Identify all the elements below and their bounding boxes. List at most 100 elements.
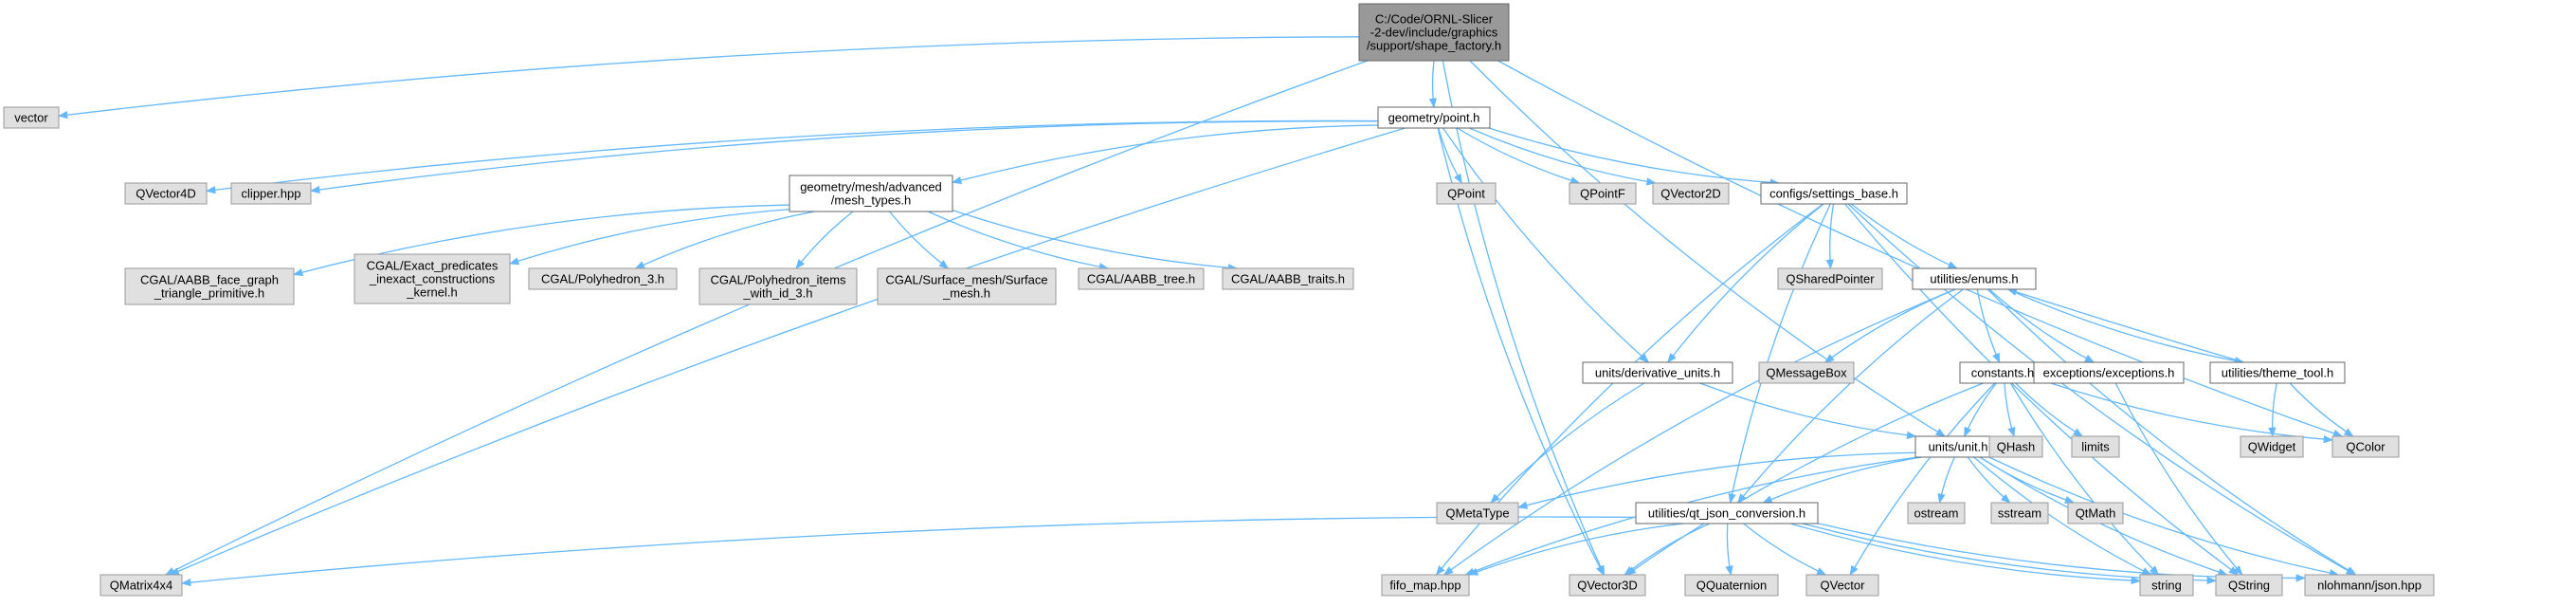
node-theme_tool-label: utilities/theme_tool.h xyxy=(2222,366,2334,380)
node-mesh_types-label: geometry/mesh/advanced xyxy=(800,180,942,194)
node-theme_tool[interactable]: utilities/theme_tool.h xyxy=(2209,361,2346,384)
node-exceptions-label: exceptions/exceptions.h xyxy=(2043,366,2175,380)
node-qmessagebox-label: QMessageBox xyxy=(1766,366,1847,380)
node-qwidget: QWidget xyxy=(2240,435,2304,458)
node-qcolor: QColor xyxy=(2331,435,2400,458)
node-enums[interactable]: utilities/enums.h xyxy=(1912,267,2037,290)
node-qtmath-box xyxy=(2067,502,2124,524)
edge-derivative_units-to-qmetatype xyxy=(1490,382,1645,504)
edge-theme_tool-to-qcolor xyxy=(2289,382,2354,437)
node-qmatrix4x4-label: QMatrix4x4 xyxy=(110,579,172,593)
node-exact_predicates-label: CGAL/Exact_predicates xyxy=(367,259,499,273)
node-units_unit-label: units/unit.h xyxy=(1929,440,1988,454)
edge-derivative_units-to-units_unit xyxy=(1699,382,1917,439)
edges-layer xyxy=(57,36,2357,587)
edge-exceptions-to-qstring xyxy=(2114,382,2243,576)
node-json: nlohmann/json.hpp xyxy=(2304,574,2435,597)
node-vector-label: vector xyxy=(14,111,48,125)
node-aabb_tree: CGAL/AABB_tree.h xyxy=(1078,267,1205,290)
node-qhash: QHash xyxy=(1988,435,2043,458)
node-qquaternion-label: QQuaternion xyxy=(1696,579,1767,593)
node-qstring: QString xyxy=(2215,574,2283,597)
node-clipper-box xyxy=(230,182,312,205)
edge-theme_tool-to-enums xyxy=(2006,287,2244,363)
node-point-box xyxy=(1377,106,1491,129)
edge-enums-to-qt_json xyxy=(1736,288,1964,504)
node-json-box xyxy=(2304,574,2435,597)
node-string-label: string xyxy=(2151,579,2182,593)
node-qvector3d-box xyxy=(1569,574,1646,597)
node-fifo_map-box xyxy=(1381,574,1470,597)
edge-enums-to-json xyxy=(1986,288,2357,576)
node-polyhedron3-label: CGAL/Polyhedron_3.h xyxy=(541,272,664,286)
node-qwidget-box xyxy=(2240,435,2304,458)
node-aabb_tree-label: CGAL/AABB_tree.h xyxy=(1087,272,1195,286)
node-clipper: clipper.hpp xyxy=(230,182,312,205)
node-qt_json[interactable]: utilities/qt_json_conversion.h xyxy=(1635,502,1819,524)
node-derivative_units[interactable]: units/derivative_units.h xyxy=(1582,361,1733,384)
node-units_unit[interactable]: units/unit.h xyxy=(1914,435,2002,458)
edge-constants-to-limits xyxy=(2015,382,2084,437)
node-exceptions[interactable]: exceptions/exceptions.h xyxy=(2033,361,2185,384)
node-qmatrix4x4: QMatrix4x4 xyxy=(100,574,183,597)
edge-qt_json-to-qquaternion xyxy=(1725,523,1733,577)
node-qpoint: QPoint xyxy=(1436,182,1497,205)
node-qmessagebox-box xyxy=(1758,361,1855,384)
edge-root-to-units_unit xyxy=(1469,60,1946,437)
nodes-layer: C:/Code/ORNL-Slicer-2-dev/include/graphi… xyxy=(3,3,2435,597)
edge-units_unit-to-json xyxy=(1988,456,2340,578)
edge-root-to-vector xyxy=(57,36,1360,120)
edge-point-to-qvector2d xyxy=(1469,127,1657,186)
edge-enums-to-fifo_map xyxy=(1442,288,1956,576)
node-root[interactable]: C:/Code/ORNL-Slicer-2-dev/include/graphi… xyxy=(1358,3,1510,62)
edge-enums-to-theme_tool xyxy=(2007,288,2245,365)
node-json-label: nlohmann/json.hpp xyxy=(2317,579,2422,593)
node-polyhedron3-box xyxy=(528,267,678,290)
node-string: string xyxy=(2139,574,2194,597)
edge-mesh_types-to-aabb_tree xyxy=(927,211,1110,271)
node-point[interactable]: geometry/point.h xyxy=(1377,106,1491,129)
node-qsharedpointer: QSharedPointer xyxy=(1777,267,1883,290)
edge-theme_tool-to-qwidget xyxy=(2268,382,2277,438)
edge-mesh_types-to-aabb_traits xyxy=(952,209,1239,272)
edge-enums-to-qmessagebox xyxy=(1823,288,1956,363)
node-constants[interactable]: constants.h xyxy=(1959,361,2046,384)
node-derivative_units-box xyxy=(1582,361,1733,384)
node-exact_predicates-label: _kernel.h xyxy=(406,285,457,300)
node-qpointf-box xyxy=(1569,182,1637,205)
edge-settings_base-to-derivative_units xyxy=(1667,203,1824,363)
edge-point-to-qmatrix4x4 xyxy=(169,127,1406,576)
node-qmetatype-box xyxy=(1436,502,1519,524)
node-fifo_map: fifo_map.hpp xyxy=(1381,574,1470,597)
node-sstream-label: sstream xyxy=(1998,506,2041,521)
edge-units_unit-to-ostream xyxy=(1937,456,1955,505)
node-qstring-label: QString xyxy=(2228,579,2270,593)
node-root-label: /support/shape_factory.h xyxy=(1367,39,1501,53)
node-mesh_types[interactable]: geometry/mesh/advanced/mesh_types.h xyxy=(789,175,953,212)
node-qcolor-label: QColor xyxy=(2346,440,2386,454)
node-aabb_face-box xyxy=(124,267,295,305)
node-qvector4d: QVector4D xyxy=(124,182,208,205)
node-settings_base[interactable]: configs/settings_base.h xyxy=(1760,182,1908,205)
edge-point-to-clipper xyxy=(309,120,1379,194)
edge-point-to-qpointf xyxy=(1457,127,1581,185)
edge-qt_json-to-fifo_map xyxy=(1468,523,1684,576)
node-qt_json-box xyxy=(1635,502,1819,524)
node-enums-box xyxy=(1912,267,2037,290)
edge-root-to-qcolor xyxy=(1497,60,2344,437)
edge-point-to-settings_base xyxy=(1488,127,1781,187)
edge-mesh_types-to-surface_mesh xyxy=(889,211,950,269)
node-qt_json-label: utilities/qt_json_conversion.h xyxy=(1648,506,1805,521)
edge-mesh_types-to-polyhedron_items xyxy=(795,211,854,269)
edge-point-to-mesh_types xyxy=(951,124,1379,185)
edge-settings_base-to-qt_json xyxy=(1728,203,1831,505)
node-root-label: -2-dev/include/graphics xyxy=(1370,26,1498,40)
node-exact_predicates: CGAL/Exact_predicates_inexact_constructi… xyxy=(354,253,511,304)
node-qvector2d-box xyxy=(1652,182,1730,205)
node-qpointf: QPointF xyxy=(1569,182,1637,205)
node-qvector: QVector xyxy=(1805,574,1879,597)
node-qvector2d: QVector2D xyxy=(1652,182,1730,205)
node-fifo_map-label: fifo_map.hpp xyxy=(1389,579,1460,593)
